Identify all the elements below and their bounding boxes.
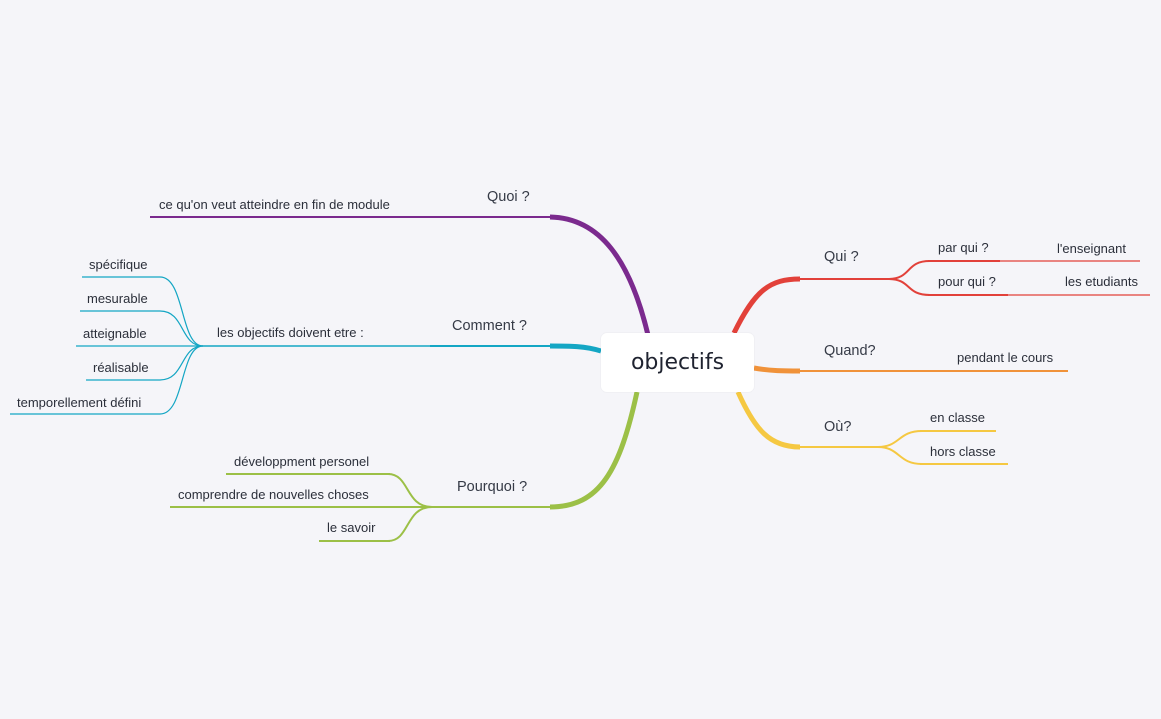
connector-pour-qui [887,278,931,296]
branch-ou-lines [735,390,1008,465]
topic-comment[interactable]: Comment ? [452,318,527,334]
subtopic-temporellement-defini[interactable]: temporellement défini [17,395,142,410]
subtopic-quoi-definition[interactable]: ce qu'on veut atteindre en fin de module [159,197,390,212]
connector-quand [753,365,801,374]
topic-ou[interactable]: Où? [824,419,852,435]
subtopic-pour-qui[interactable]: pour qui ? [938,274,996,289]
subtopic-enseignant[interactable]: l'enseignant [1057,241,1126,256]
topic-quoi[interactable]: Quoi ? [487,189,530,205]
subtopic-comment-criteria[interactable]: les objectifs doivent etre : [217,325,364,340]
topic-quand[interactable]: Quand? [824,343,876,359]
subtopic-atteignable[interactable]: atteignable [83,326,147,341]
connector-temporellement [159,345,204,415]
subtopic-specifique[interactable]: spécifique [89,257,148,272]
subtopic-pendant-le-cours[interactable]: pendant le cours [957,350,1054,365]
branch-quand-lines [753,365,1068,374]
subtopic-en-classe[interactable]: en classe [930,410,985,425]
connector-hors-classe [877,446,923,465]
central-topic[interactable]: objectifs [601,333,754,392]
connector-en-classe [877,430,923,448]
connector-ou [735,390,801,450]
subtopic-etudiants[interactable]: les etudiants [1065,274,1138,289]
subtopic-realisable[interactable]: réalisable [93,360,149,375]
connector-savoir [387,506,433,542]
connector-qui [731,276,801,335]
connector-pourquoi [549,391,640,510]
branch-comment-lines [10,276,602,415]
connector-realisable [159,345,204,381]
connector-specifique [159,276,204,347]
connector-quoi [549,214,651,336]
subtopic-hors-classe[interactable]: hors classe [930,444,996,459]
connector-mesurable [159,310,204,347]
branch-quoi-lines [150,214,651,336]
connector-comment [549,343,602,354]
subtopic-par-qui[interactable]: par qui ? [938,240,989,255]
subtopic-comprendre[interactable]: comprendre de nouvelles choses [178,487,369,502]
branch-pourquoi-lines [170,391,640,542]
subtopic-mesurable[interactable]: mesurable [87,291,148,306]
branch-qui-lines [731,260,1150,335]
topic-pourquoi[interactable]: Pourquoi ? [457,479,528,495]
connector-developpment [387,473,433,508]
central-topic-label: objectifs [630,350,725,375]
topic-qui[interactable]: Qui ? [824,249,859,265]
connector-par-qui [887,260,931,280]
subtopic-developpment[interactable]: développment personel [234,454,370,469]
subtopic-le-savoir[interactable]: le savoir [327,520,376,535]
